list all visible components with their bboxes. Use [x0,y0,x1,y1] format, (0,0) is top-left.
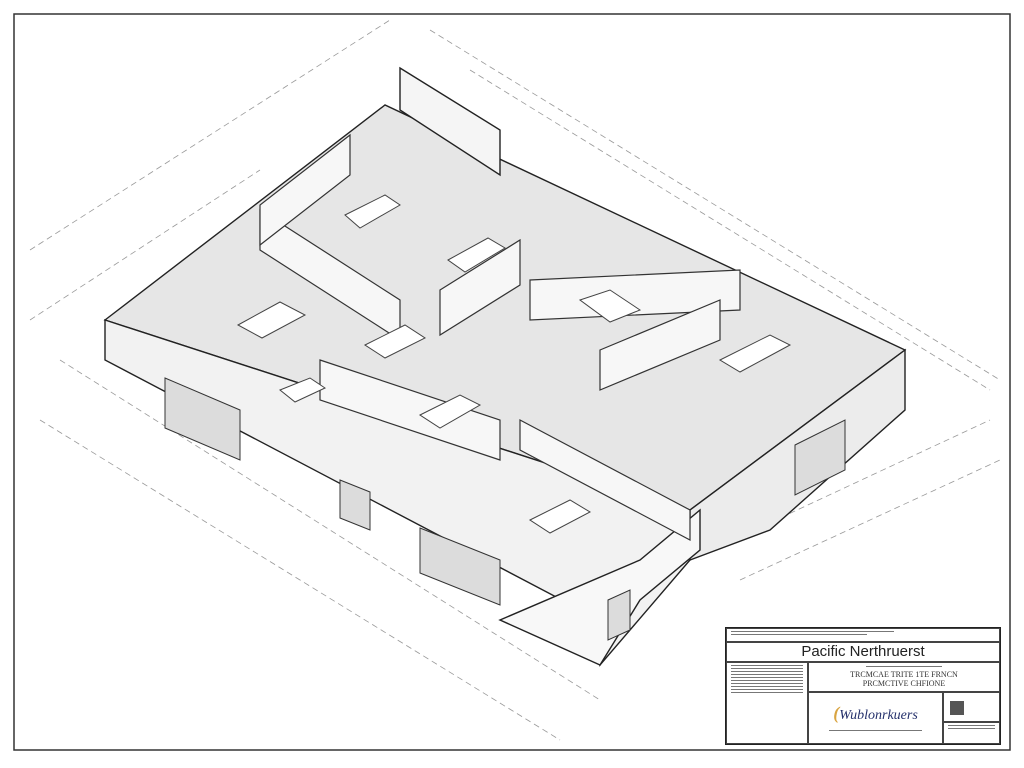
desks [236,194,792,534]
project-line-1: TRCMCAE TRITE 1TE FRNCN [850,670,958,679]
company-name: Pacific Nerthruerst [726,642,1000,662]
interior-partitions [259,133,741,541]
sheet-border [13,13,1011,751]
company-logo: (Wublonrkuers [808,692,943,744]
sheet-number-box [943,722,1000,744]
logo-text: Wublonrkuers [839,708,918,723]
project-info: TRCMCAE TRITE 1TE FRNCN PRCMCTIVE CHFION… [808,662,1000,692]
project-line-2: PRCMCTIVE CHFIONE [862,679,946,688]
back-wall [399,66,501,177]
revision-table [726,662,808,744]
title-block-header [726,628,1000,642]
building [103,66,907,667]
windows [164,377,846,641]
approval-stamp [943,692,1000,722]
logo-swoosh-icon: ( [833,703,840,723]
front-corner-block [498,508,701,666]
title-block: Pacific Nerthruerst TRCMCAE TRITE 1TE FR… [725,627,1001,745]
